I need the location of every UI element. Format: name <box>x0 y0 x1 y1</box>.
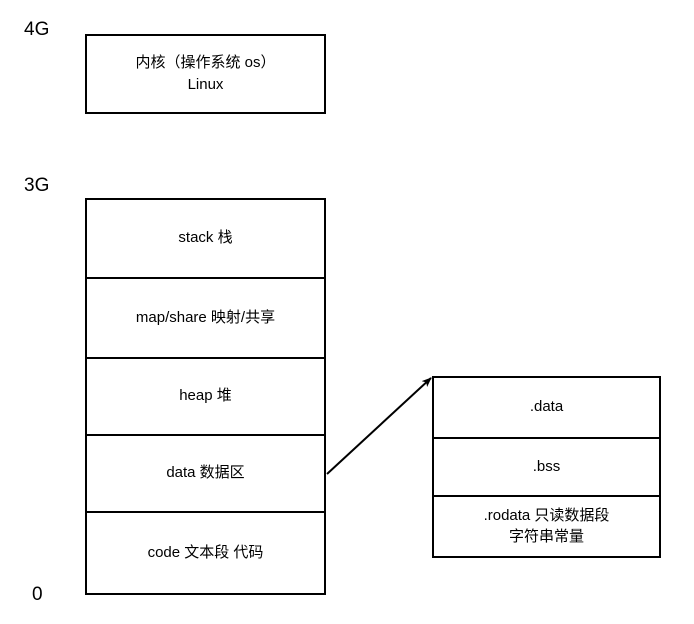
memory-region-stack-label: stack 栈 <box>178 229 233 247</box>
segment-dot-rodata-label: .rodata 只读数据段 字符串常量 <box>483 507 610 545</box>
segment-dot-bss: .bss <box>434 437 659 495</box>
memory-region-heap: heap 堆 <box>87 357 324 434</box>
memory-region-data: data 数据区 <box>87 434 324 511</box>
segment-dot-data-label: .data <box>529 398 564 416</box>
memory-region-data-label: data 数据区 <box>166 464 245 482</box>
memory-region-map-share-label: map/share 映射/共享 <box>135 308 276 326</box>
scale-label-0: 0 <box>32 584 43 605</box>
memory-region-heap-label: heap 堆 <box>179 387 232 405</box>
process-memory-box: stack 栈 map/share 映射/共享 heap 堆 data 数据区 … <box>85 198 326 595</box>
memory-region-stack: stack 栈 <box>87 200 324 277</box>
segment-dot-rodata: .rodata 只读数据段 字符串常量 <box>434 495 659 556</box>
kernel-box-label: 内核（操作系统 os） Linux <box>135 54 276 93</box>
memory-region-code: code 文本段 代码 <box>87 511 324 593</box>
segment-dot-bss-label: .bss <box>532 457 561 475</box>
scale-label-3g: 3G <box>24 175 50 196</box>
memory-region-map-share: map/share 映射/共享 <box>87 277 324 357</box>
data-segment-detail-box: .data .bss .rodata 只读数据段 字符串常量 <box>432 376 661 558</box>
memory-region-code-label: code 文本段 代码 <box>147 543 264 561</box>
connector-arrow-line <box>326 377 432 475</box>
scale-label-4g: 4G <box>24 19 50 40</box>
kernel-box: 内核（操作系统 os） Linux <box>85 34 326 114</box>
segment-dot-data: .data <box>434 378 659 437</box>
